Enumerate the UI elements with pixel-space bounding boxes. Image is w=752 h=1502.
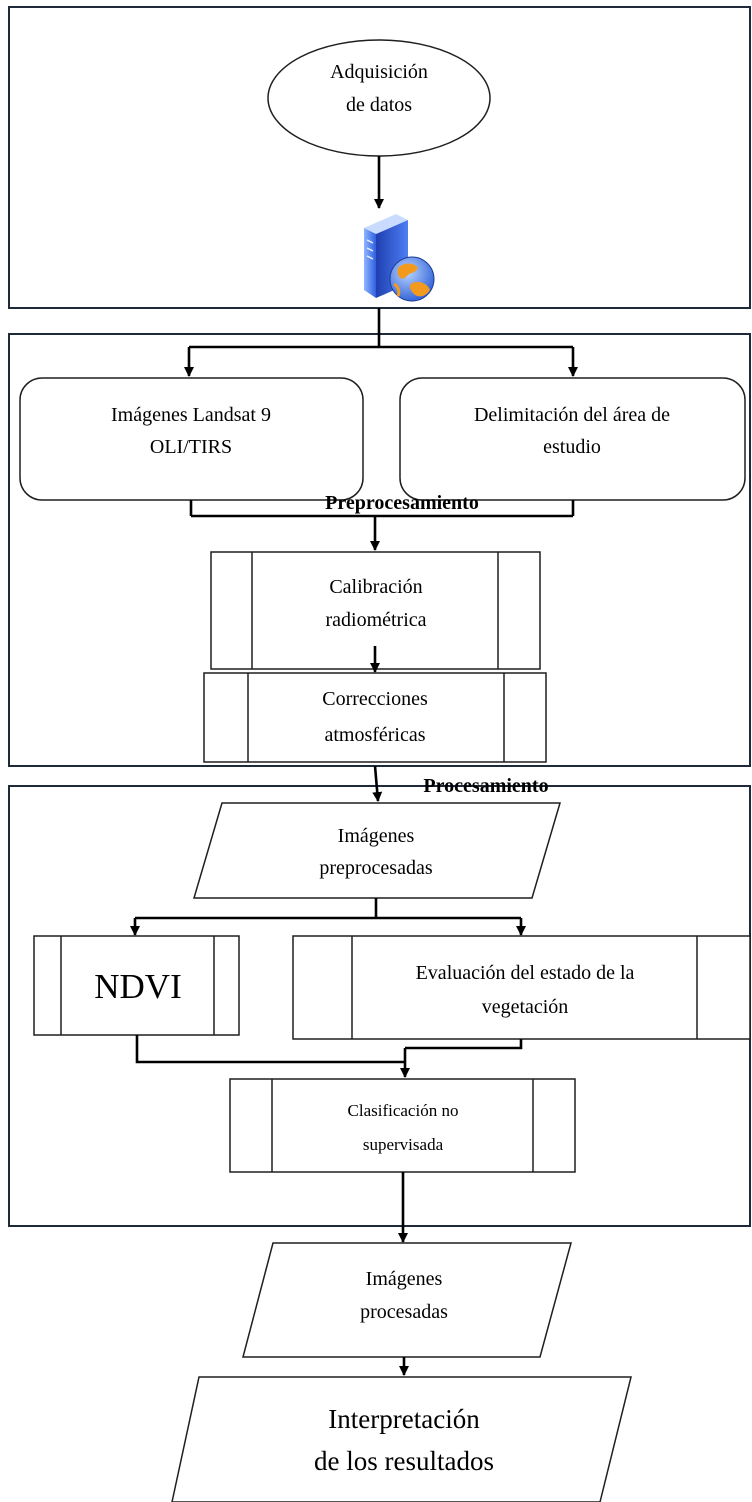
arrow-to-preprocessed [372, 765, 383, 802]
evaluation-label-2: vegetación [482, 996, 569, 1018]
area-label-1: Delimitación del área de [474, 404, 670, 426]
ndvi-label: NDVI [94, 967, 181, 1006]
start-node: Adquisición de datos [267, 39, 491, 157]
preprocessed-images-node: Imágenes preprocesadas [192, 802, 562, 899]
area-label-2: estudio [543, 436, 601, 458]
classification-node: Clasificación no supervisada [229, 1078, 576, 1173]
processed-images-node: Imágenes procesadas [242, 1242, 572, 1358]
start-label-1: Adquisición [330, 61, 428, 83]
preprocessing-title: Preprocesamiento [325, 492, 479, 514]
landsat-label-2: OLI/TIRS [150, 436, 232, 458]
merge-evaluation [405, 1039, 523, 1050]
landsat-node: Imágenes Landsat 9 OLI/TIRS [19, 377, 364, 501]
interpretation-node: Interpretación de los resultados [171, 1376, 632, 1502]
interpretation-label-1: Interpretación [328, 1404, 480, 1434]
landsat-label-1: Imágenes Landsat 9 [111, 404, 271, 426]
study-area-node: Delimitación del área de estudio [399, 377, 746, 501]
processing-title: Procesamiento [423, 775, 548, 797]
calibration-label-2: radiométrica [325, 609, 426, 631]
corrections-node: Correcciones atmosféricas [203, 672, 547, 763]
corrections-label-1: Correcciones [322, 688, 428, 710]
merge-ndvi [135, 1035, 405, 1064]
ndvi-node: NDVI [33, 935, 240, 1036]
processed-label-2: procesadas [360, 1301, 448, 1323]
preprocessed-label-2: preprocesadas [319, 857, 432, 879]
server-globe-icon [364, 214, 435, 302]
processed-label-1: Imágenes [366, 1268, 443, 1290]
evaluation-node: Evaluación del estado de la vegetación [292, 935, 751, 1040]
classification-label-2: supervisada [363, 1135, 444, 1154]
corrections-label-2: atmosféricas [324, 724, 425, 746]
preprocessed-label-1: Imágenes [338, 825, 415, 847]
interpretation-label-2: de los resultados [314, 1446, 494, 1476]
evaluation-label-1: Evaluación del estado de la [416, 962, 635, 984]
classification-label-1: Clasificación no [348, 1101, 459, 1120]
start-label-2: de datos [346, 94, 412, 116]
calibration-label-1: Calibración [329, 576, 422, 598]
